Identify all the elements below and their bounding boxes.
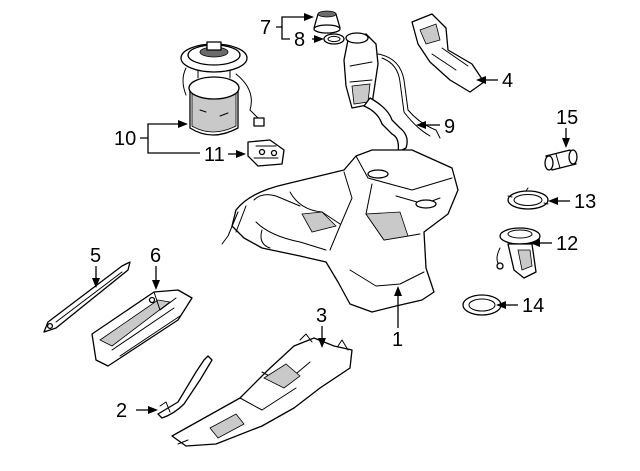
callout-12: 12 (556, 233, 578, 255)
support-rod (157, 355, 213, 419)
callout-13: 13 (574, 191, 596, 213)
cap-seal (323, 33, 345, 45)
callout-3: 3 (316, 305, 327, 327)
pump-bracket (247, 139, 285, 167)
callout-2: 2 (116, 400, 127, 422)
leader-10b (147, 138, 200, 154)
callout-6: 6 (150, 245, 161, 267)
fuel-tank (221, 149, 459, 313)
callout-1: 1 (392, 329, 403, 351)
callout-14: 14 (522, 295, 544, 317)
lower-shield (171, 333, 353, 447)
leader-10 (140, 123, 180, 139)
callout-11: 11 (204, 144, 225, 166)
underbody-shield (91, 289, 193, 367)
lock-ring (507, 187, 549, 210)
callout-5: 5 (90, 245, 101, 267)
fuel-pump-module (180, 41, 265, 136)
tank-strap (43, 261, 131, 333)
fuel-filter (544, 149, 578, 171)
tank-gasket (462, 294, 502, 316)
callout-4: 4 (502, 70, 513, 92)
callout-8: 8 (294, 29, 305, 51)
fuel-level-sender (496, 227, 541, 279)
callout-15: 15 (556, 107, 578, 129)
leader-7 (276, 16, 306, 28)
callout-9: 9 (444, 116, 455, 138)
leader-8a (281, 27, 290, 40)
heat-shield (411, 13, 485, 93)
callout-7: 7 (260, 17, 271, 39)
filler-cap (313, 10, 341, 34)
callout-10: 10 (114, 128, 136, 150)
